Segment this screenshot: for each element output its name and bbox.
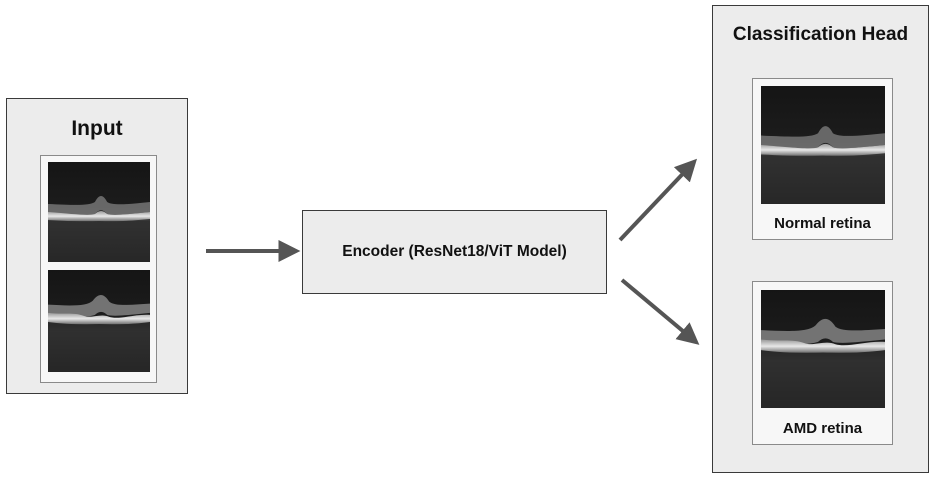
oct-scan-image <box>48 270 150 372</box>
arrow-encoder-to-amd <box>620 278 700 345</box>
input-title: Input <box>71 117 123 140</box>
amd-class-card: AMD retina <box>752 281 893 445</box>
input-panel: Input <box>6 98 188 394</box>
normal-retina-label: Normal retina <box>774 215 871 232</box>
oct-scan-amd-image <box>761 290 885 408</box>
normal-class-card: Normal retina <box>752 78 893 240</box>
encoder-box: Encoder (ResNet18/ViT Model) <box>302 210 607 294</box>
classification-head-title: Classification Head <box>732 24 909 45</box>
oct-scan-normal-image <box>761 86 885 204</box>
input-image-frame <box>40 155 157 383</box>
classification-head-panel: Classification Head Normal retina AMD re… <box>712 5 929 473</box>
encoder-label: Encoder (ResNet18/ViT Model) <box>342 243 567 260</box>
amd-retina-label: AMD retina <box>782 420 863 437</box>
arrow-encoder-to-normal <box>618 158 698 242</box>
oct-scan-image <box>48 162 150 262</box>
